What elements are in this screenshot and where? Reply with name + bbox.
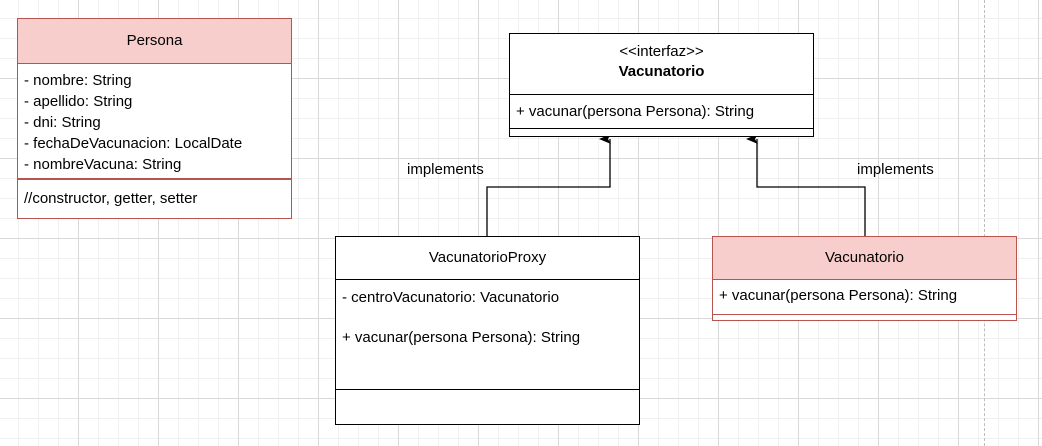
proxy-implements-edge[interactable] — [486, 134, 611, 237]
attribute-row: - nombreVacuna: String — [24, 156, 182, 173]
interface-divider — [510, 94, 813, 95]
class-vacunatorio[interactable]: Vacunatorio + vacunar(persona Persona): … — [712, 236, 1017, 321]
class-proxy-divider — [336, 389, 639, 390]
class-proxy-members: - centroVacunatorio: Vacunatorio + vacun… — [336, 280, 639, 389]
class-persona-attributes: - nombre: String - apellido: String - dn… — [18, 64, 291, 178]
class-persona[interactable]: Persona - nombre: String - apellido: Str… — [17, 18, 292, 219]
implements-label-left: implements — [407, 161, 484, 178]
interface-stereotype: <<interfaz>> — [619, 43, 704, 60]
real-implements-edge[interactable] — [746, 134, 866, 237]
class-vacunatorio-title: Vacunatorio — [713, 237, 1016, 279]
class-persona-title: Persona — [18, 19, 291, 63]
class-proxy-title: VacunatorioProxy — [428, 249, 547, 266]
method-row: + vacunar(persona Persona): String — [342, 329, 581, 346]
interface-title: Vacunatorio — [618, 63, 705, 80]
method-row: + vacunar(persona Persona): String — [516, 103, 755, 120]
class-vacunatorio-proxy[interactable]: VacunatorioProxy - centroVacunatorio: Va… — [335, 236, 640, 425]
attribute-row: - nombre: String — [24, 72, 132, 89]
method-row: + vacunar(persona Persona): String — [719, 287, 958, 304]
class-persona-divider — [18, 63, 291, 64]
page-boundary — [984, 0, 985, 446]
attribute-row: - centroVacunatorio: Vacunatorio — [342, 289, 560, 306]
attribute-row: - fechaDeVacunacion: LocalDate — [24, 135, 243, 152]
interface-divider — [510, 128, 813, 129]
interface-header: <<interfaz>> Vacunatorio — [510, 34, 813, 94]
class-vacunatorio-divider — [713, 314, 1016, 315]
attribute-row: - dni: String — [24, 114, 101, 131]
class-proxy-divider — [336, 279, 639, 280]
implements-label-right: implements — [857, 161, 934, 178]
class-vacunatorio-divider — [713, 279, 1016, 280]
class-persona-divider — [18, 178, 291, 180]
attribute-row: - apellido: String — [24, 93, 133, 110]
interface-vacunatorio[interactable]: <<interfaz>> Vacunatorio + vacunar(perso… — [509, 33, 814, 137]
method-row: //constructor, getter, setter — [24, 190, 198, 207]
